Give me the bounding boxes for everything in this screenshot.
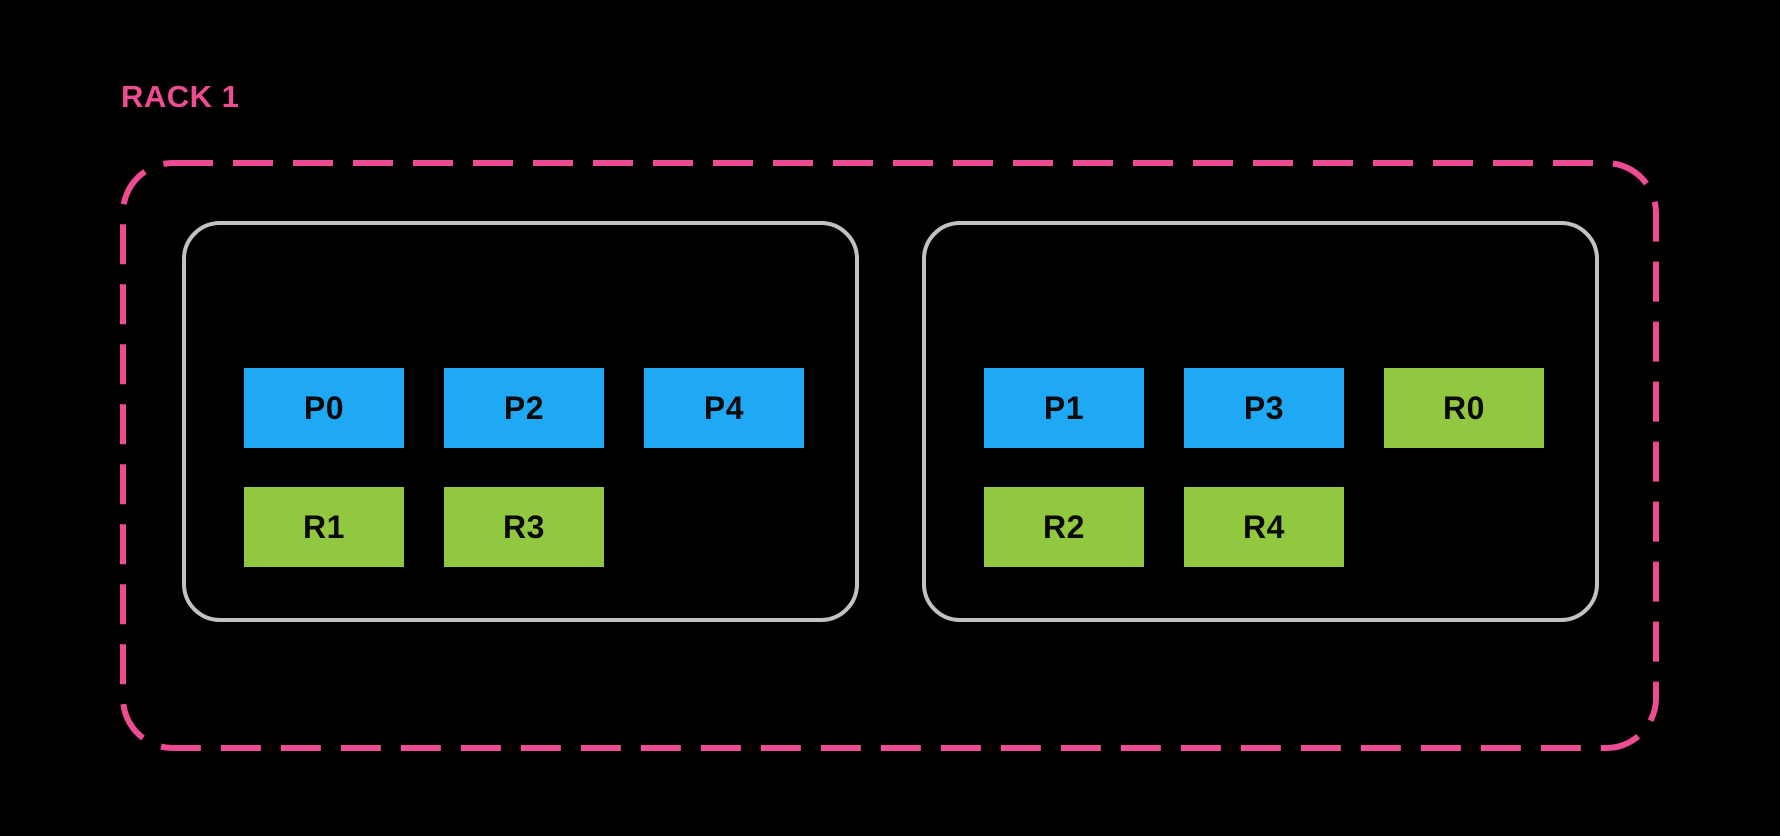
primary-partition-box-p3: P3 xyxy=(1184,368,1344,448)
primary-partition-box-p4: P4 xyxy=(644,368,804,448)
replica-partition-box-r2: R2 xyxy=(984,487,1144,567)
replica-partition-box-r4: R4 xyxy=(1184,487,1344,567)
replica-partition-box-r0: R0 xyxy=(1384,368,1544,448)
primary-partition-box-p2: P2 xyxy=(444,368,604,448)
primary-partition-box-p1: P1 xyxy=(984,368,1144,448)
rack-label: RACK 1 xyxy=(121,79,240,114)
primary-partition-box-p0: P0 xyxy=(244,368,404,448)
replica-partition-box-r3: R3 xyxy=(444,487,604,567)
replica-partition-box-r1: R1 xyxy=(244,487,404,567)
